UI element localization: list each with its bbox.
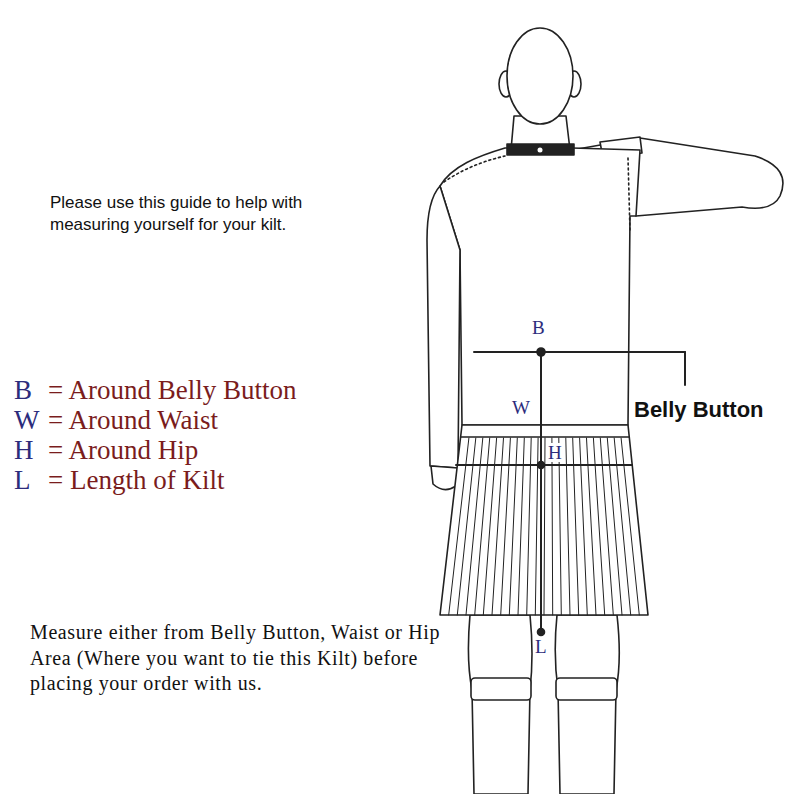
key-text: = Around Waist [48,406,218,436]
sock-band [556,678,617,700]
key-letter: H [14,436,34,466]
left-sleeve [427,186,460,468]
key-text: = Around Hip [48,436,198,466]
belly-leader [684,352,686,385]
measure-letter: W [510,398,532,417]
sock-band [471,678,531,700]
key-text: = Around Belly Button [48,376,296,406]
intro-note: Please use this guide to help with measu… [50,192,370,236]
measure-dot [538,462,545,469]
key-letter: W [14,406,39,436]
length-line [540,352,542,632]
left-leg [468,615,532,794]
key-letter: B [14,376,32,406]
collar [507,144,574,155]
key-text: = Length of Kilt [48,466,224,496]
shoulder-braid [444,156,505,182]
measure-letter: B [530,318,547,337]
order-note: Measure either from Belly Button, Waist … [30,620,450,697]
kilt-pleats [449,438,640,615]
belly-line [474,351,685,353]
collar-button [538,148,543,153]
measure-letter: L [533,637,549,656]
right-leg [555,615,619,794]
callout-label: Belly Button [632,398,766,422]
measure-letter: H [546,443,564,462]
head [507,28,573,124]
sleeve-braid [628,158,630,232]
left-hand [431,466,458,490]
measure-dot [538,629,545,636]
kilt [440,425,648,615]
key-letter: L [14,466,31,496]
measure-dot [537,348,545,356]
